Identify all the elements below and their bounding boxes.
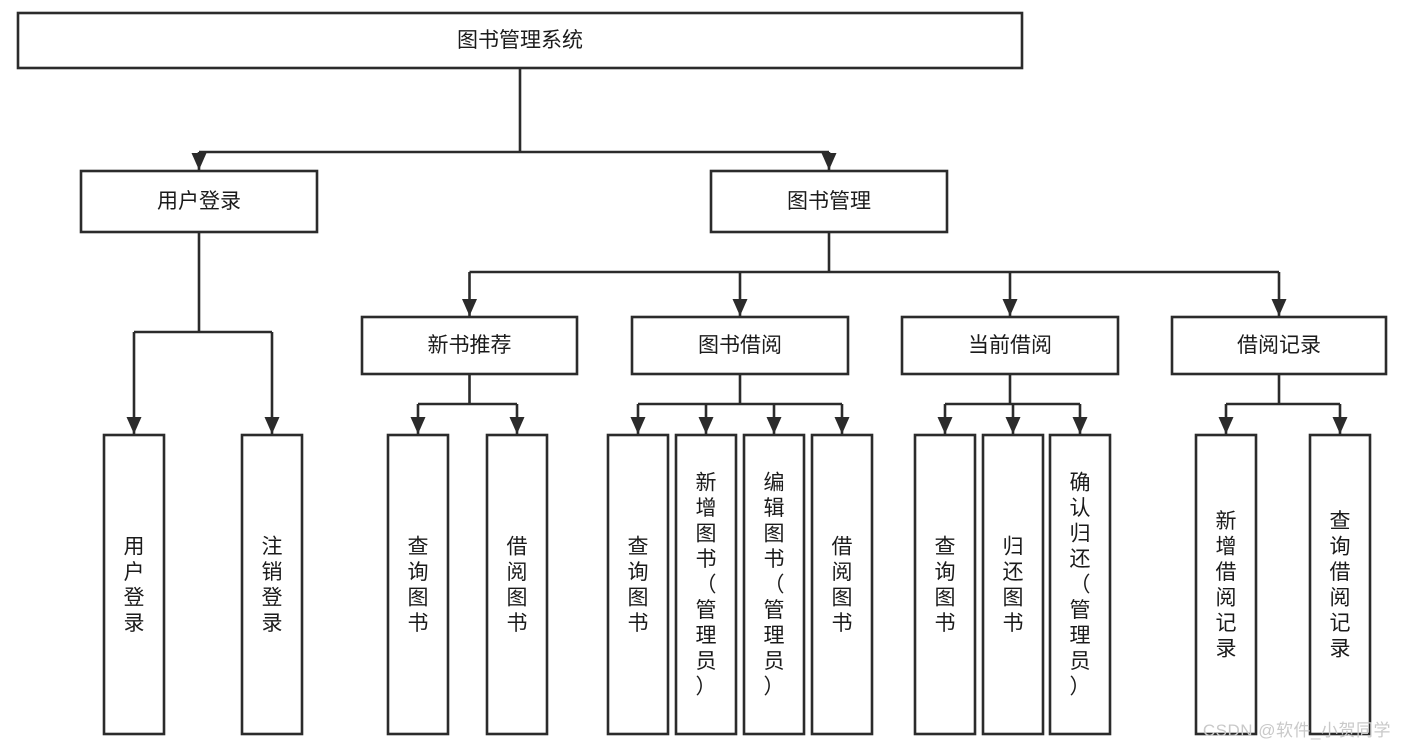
- watermark-text: CSDN @软件_小贺同学: [1202, 721, 1391, 740]
- node-box-current-borrow: [900, 315, 1120, 376]
- node-label-leaf-return-book: 归还图书: [1003, 535, 1024, 635]
- edge-group-root: [191, 68, 837, 170]
- node-leaf-add-book[interactable]: 新增图书（管理员）: [674, 433, 738, 736]
- node-label-leaf-edit-book: 编辑图书（管理员）: [764, 472, 785, 699]
- node-box-book-borrow: [630, 315, 850, 376]
- node-box-leaf-confirm-return: [1048, 433, 1112, 736]
- edge-arrow-head: [264, 417, 280, 434]
- node-label-leaf-borrow-book-2: 借阅图书: [832, 535, 853, 635]
- node-leaf-query-book-3[interactable]: 查询图书: [913, 433, 977, 736]
- node-root[interactable]: 图书管理系统: [16, 11, 1024, 70]
- node-leaf-add-record[interactable]: 新增借阅记录: [1194, 433, 1258, 736]
- node-box-leaf-query-book-3: [913, 433, 977, 736]
- edge-arrow-head: [509, 417, 525, 434]
- node-label-book-borrow: 图书借阅: [698, 334, 782, 357]
- edge-arrow-head: [462, 299, 477, 316]
- node-label-leaf-query-book-3: 查询图书: [935, 535, 956, 635]
- node-leaf-borrow-book-1[interactable]: 借阅图书: [485, 433, 549, 736]
- edge-arrow-head: [1005, 417, 1021, 434]
- node-leaf-user-login[interactable]: 用户登录: [102, 433, 166, 736]
- node-label-user-login: 用户登录: [157, 190, 241, 213]
- node-label-root: 图书管理系统: [457, 29, 583, 52]
- node-label-new-book-rec: 新书推荐: [428, 334, 512, 357]
- node-label-leaf-confirm-return: 确认归还（管理员）: [1070, 472, 1091, 699]
- node-user-login[interactable]: 用户登录: [79, 169, 319, 234]
- edge-arrow-head: [410, 417, 426, 434]
- node-label-leaf-query-book-1: 查询图书: [408, 535, 429, 635]
- node-borrow-record[interactable]: 借阅记录: [1170, 315, 1388, 376]
- node-leaf-query-record[interactable]: 查询借阅记录: [1308, 433, 1372, 736]
- edge-group-book-manage: [462, 232, 1287, 316]
- edge-arrow-head: [1002, 299, 1018, 316]
- node-leaf-query-book-1[interactable]: 查询图书: [386, 433, 450, 736]
- node-leaf-borrow-book-2[interactable]: 借阅图书: [810, 433, 874, 736]
- node-label-leaf-user-logout: 注销登录: [262, 535, 283, 635]
- edge-arrow-head: [126, 417, 142, 434]
- node-new-book-rec[interactable]: 新书推荐: [360, 315, 579, 376]
- edge-arrow-head: [834, 417, 850, 434]
- edge-group-user-login: [126, 232, 280, 434]
- node-label-book-manage: 图书管理: [787, 190, 871, 213]
- node-box-root: [16, 11, 1024, 70]
- node-current-borrow[interactable]: 当前借阅: [900, 315, 1120, 376]
- edge-arrow-head: [1218, 417, 1234, 434]
- edge-group-borrow-record: [1218, 374, 1348, 434]
- node-box-leaf-edit-book: [742, 433, 806, 736]
- edge-arrow-head: [732, 299, 748, 316]
- edge-group-book-borrow: [630, 374, 850, 434]
- node-label-leaf-user-login: 用户登录: [124, 535, 145, 635]
- node-layer: 图书管理系统用户登录图书管理新书推荐图书借阅当前借阅借阅记录用户登录注销登录查询…: [16, 11, 1388, 736]
- edge-arrow-head: [1271, 299, 1287, 316]
- node-box-leaf-user-logout: [240, 433, 304, 736]
- edge-layer: [126, 68, 1348, 434]
- edge-arrow-head: [191, 153, 207, 170]
- node-label-leaf-borrow-book-1: 借阅图书: [507, 535, 528, 635]
- edge-group-current-borrow: [937, 374, 1088, 434]
- node-box-leaf-user-login: [102, 433, 166, 736]
- node-box-borrow-record: [1170, 315, 1388, 376]
- edge-arrow-head: [1332, 417, 1348, 434]
- node-box-leaf-return-book: [981, 433, 1045, 736]
- node-box-leaf-borrow-book-1: [485, 433, 549, 736]
- node-label-current-borrow: 当前借阅: [968, 334, 1052, 357]
- node-leaf-query-book-2[interactable]: 查询图书: [606, 433, 670, 736]
- node-leaf-user-logout[interactable]: 注销登录: [240, 433, 304, 736]
- node-box-leaf-query-book-2: [606, 433, 670, 736]
- edge-arrow-head: [1072, 417, 1088, 434]
- node-box-leaf-add-record: [1194, 433, 1258, 736]
- node-box-book-manage: [709, 169, 949, 234]
- node-box-user-login: [79, 169, 319, 234]
- edge-arrow-head: [698, 417, 714, 434]
- node-label-borrow-record: 借阅记录: [1237, 334, 1321, 357]
- node-label-leaf-query-record: 查询借阅记录: [1330, 510, 1351, 661]
- node-book-borrow[interactable]: 图书借阅: [630, 315, 850, 376]
- node-box-leaf-query-record: [1308, 433, 1372, 736]
- node-box-leaf-borrow-book-2: [810, 433, 874, 736]
- node-box-leaf-query-book-1: [386, 433, 450, 736]
- node-label-leaf-query-book-2: 查询图书: [628, 535, 649, 635]
- node-box-leaf-add-book: [674, 433, 738, 736]
- edge-arrow-head: [937, 417, 953, 434]
- edge-arrow-head: [821, 153, 837, 170]
- node-leaf-edit-book[interactable]: 编辑图书（管理员）: [742, 433, 806, 736]
- edge-arrow-head: [630, 417, 646, 434]
- edge-arrow-head: [766, 417, 782, 434]
- node-label-leaf-add-book: 新增图书（管理员）: [696, 472, 717, 699]
- edge-group-new-book-rec: [410, 374, 525, 434]
- node-box-new-book-rec: [360, 315, 579, 376]
- node-leaf-confirm-return[interactable]: 确认归还（管理员）: [1048, 433, 1112, 736]
- node-label-leaf-add-record: 新增借阅记录: [1216, 510, 1237, 661]
- node-book-manage[interactable]: 图书管理: [709, 169, 949, 234]
- node-leaf-return-book[interactable]: 归还图书: [981, 433, 1045, 736]
